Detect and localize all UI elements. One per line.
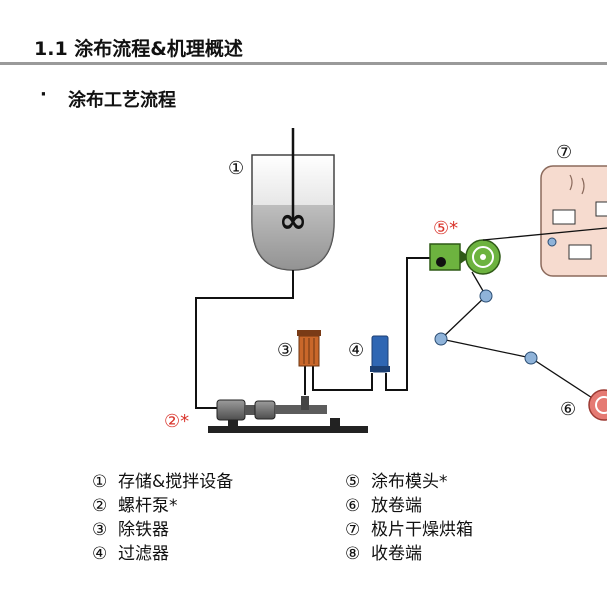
legend-item: ④ 过滤器 (92, 542, 233, 566)
legend-label: 除铁器 (118, 520, 169, 540)
mixer-symbol: ∞ (279, 201, 307, 241)
legend-number: ① (92, 472, 108, 492)
callout-3: ③ (277, 340, 293, 361)
callout-6: ⑥ (560, 399, 576, 420)
callout-1: ① (228, 158, 244, 179)
legend-item: ⑤ 涂布模头* (345, 470, 473, 494)
legend-item: ② 螺杆泵* (92, 494, 233, 518)
legend-label: 放卷端 (371, 496, 422, 516)
legend-number: ④ (92, 544, 108, 564)
legend-number: ⑤ (345, 472, 361, 492)
legend-item: ③ 除铁器 (92, 518, 233, 542)
coating-roller (465, 239, 501, 275)
callout-2: ②* (164, 411, 189, 432)
legend-item: ⑧ 收卷端 (345, 542, 473, 566)
filter (370, 335, 390, 373)
screw-pump (208, 360, 368, 433)
legend-label: 存储&搅拌设备 (118, 472, 234, 492)
drying-oven (540, 165, 607, 277)
legend-number: ⑧ (345, 544, 361, 564)
legend-number: ③ (92, 520, 108, 540)
legend-item: ⑦ 极片干燥烘箱 (345, 518, 473, 542)
slurry-piping (195, 257, 432, 409)
section-bullet: · (40, 84, 47, 105)
iron-remover (297, 330, 321, 367)
legend-right: ⑤ 涂布模头* ⑥ 放卷端 ⑦ 极片干燥烘箱 ⑧ 收卷端 (345, 470, 473, 566)
legend-number: ② (92, 496, 108, 516)
guide-rollers (434, 237, 557, 365)
callout-7: ⑦ (556, 142, 572, 163)
callout-4: ④ (348, 340, 364, 361)
legend-label: 涂布模头* (371, 472, 448, 492)
legend-item: ⑥ 放卷端 (345, 494, 473, 518)
legend-label: 螺杆泵* (118, 496, 178, 516)
legend-number: ⑥ (345, 496, 361, 516)
section-title: 涂布工艺流程 (68, 90, 176, 111)
unwinder (588, 389, 607, 421)
title-divider (0, 62, 607, 65)
legend-left: ① 存储&搅拌设备 ② 螺杆泵* ③ 除铁器 ④ 过滤器 (92, 470, 233, 566)
coating-die (429, 243, 470, 271)
legend-number: ⑦ (345, 520, 361, 540)
legend-label: 收卷端 (371, 544, 422, 564)
slide-title: 1.1 涂布流程&机理概述 (34, 38, 243, 60)
legend-item: ① 存储&搅拌设备 (92, 470, 233, 494)
storage-mixing-tank (251, 128, 335, 271)
legend-label: 极片干燥烘箱 (371, 520, 473, 540)
callout-5: ⑤* (433, 218, 458, 239)
legend-label: 过滤器 (118, 544, 169, 564)
